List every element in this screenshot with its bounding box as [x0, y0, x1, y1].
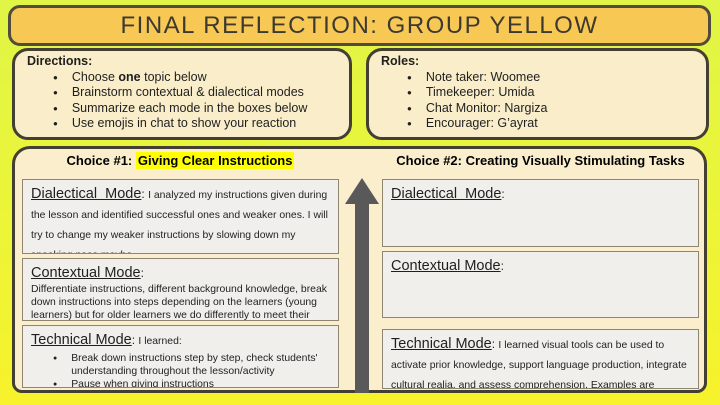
choice-2-header: Choice #2: Creating Visually Stimulating… — [396, 153, 685, 168]
directions-heading: Directions: — [27, 54, 93, 68]
right-technical-mode-box: Technical Mode: I learned visual tools c… — [382, 329, 699, 389]
up-arrow-icon — [345, 178, 379, 393]
contextual-mode-heading: Contextual Mode — [391, 258, 501, 274]
page-title: FINAL REFLECTION: GROUP YELLOW — [120, 11, 599, 39]
bullet-icon: ● — [53, 119, 58, 128]
contextual-mode-text: Differentiate instructions, different ba… — [31, 284, 327, 321]
technical-mode-text: Technical Mode: I learned visual tools c… — [391, 336, 687, 389]
bullet-icon: ● — [53, 381, 58, 388]
title-banner: FINAL REFLECTION: GROUP YELLOW — [8, 5, 711, 46]
list-item: ● Chat Monitor: Nargiza — [381, 101, 696, 117]
dialectical-mode-heading: Dialectical Mode — [31, 186, 142, 202]
dialectical-mode-text: Dialectical Mode: I analyzed my instruct… — [31, 186, 328, 253]
bullet-icon: ● — [407, 88, 412, 97]
directions-item: Brainstorm contextual & dialectical mode… — [71, 85, 304, 99]
list-item: ● Note taker: Woomee — [381, 70, 696, 86]
choice-1-highlighted-topic: Giving Clear Instructions — [135, 152, 295, 169]
bullet-icon: ● — [407, 72, 412, 82]
role-item: Encourager: G’ayrat — [425, 116, 538, 130]
left-dialectical-mode-box: Dialectical Mode: I analyzed my instruct… — [22, 179, 339, 254]
technical-mode-heading: Technical Mode — [31, 332, 132, 348]
bullet-icon: ● — [53, 103, 58, 113]
directions-box: Directions: ● Choose one topic below ● B… — [12, 48, 352, 140]
roles-box: Roles: ● Note taker: Woomee ● Timekeeper… — [366, 48, 709, 140]
list-item: ● Use emojis in chat to show your reacti… — [27, 116, 339, 132]
list-item: ● Timekeeper: Umida — [381, 85, 696, 101]
list-item: ● Encourager: G’ayrat — [381, 116, 696, 132]
right-contextual-mode-box: Contextual Mode: — [382, 251, 699, 318]
right-dialectical-mode-box: Dialectical Mode: — [382, 179, 699, 247]
left-contextual-mode-box: Contextual Mode: Differentiate instructi… — [22, 258, 339, 321]
role-item: Chat Monitor: Nargiza — [425, 100, 548, 115]
role-item: Timekeeper: Umida — [425, 85, 535, 99]
choice-1-header: Choice #1: Giving Clear Instructions — [22, 152, 339, 169]
list-item: ● Break down instructions step by step, … — [53, 353, 318, 378]
contextual-mode-heading-row: Contextual Mode: — [31, 265, 144, 281]
directions-item: Summarize each mode in the boxes below — [71, 100, 308, 115]
roles-heading: Roles: — [381, 54, 420, 68]
directions-item: Choose one topic below — [71, 69, 207, 84]
bullet-icon: ● — [53, 355, 58, 363]
bullet-icon: ● — [53, 88, 58, 97]
bullet-icon: ● — [53, 72, 58, 82]
choice-1-prefix: Choice #1: — [66, 153, 136, 168]
contextual-mode-heading: Contextual Mode — [31, 265, 141, 281]
list-item: ● Choose one topic below — [27, 70, 339, 86]
list-item: ● Brainstorm contextual & dialectical mo… — [27, 85, 339, 101]
technical-mode-heading: Technical Mode — [391, 336, 492, 352]
directions-item: Use emojis in chat to show your reaction — [71, 116, 297, 130]
list-item: ● Pause when giving instructions — [31, 378, 330, 388]
dialectical-mode-heading-row: Dialectical Mode: — [391, 186, 505, 202]
contextual-mode-heading-row: Contextual Mode: — [391, 258, 504, 274]
left-technical-mode-box: Technical Mode: I learned: ● Break down … — [22, 325, 339, 388]
technical-mode-heading-row: Technical Mode: I learned: — [31, 332, 182, 348]
role-item: Note taker: Woomee — [425, 69, 541, 84]
bullet-icon: ● — [407, 119, 412, 128]
technical-mode-bullets: ● Break down instructions step by step, … — [31, 352, 330, 388]
dialectical-mode-heading: Dialectical Mode — [391, 186, 502, 202]
list-item: ● Summarize each mode in the boxes below — [27, 101, 339, 117]
bullet-icon: ● — [407, 103, 412, 113]
